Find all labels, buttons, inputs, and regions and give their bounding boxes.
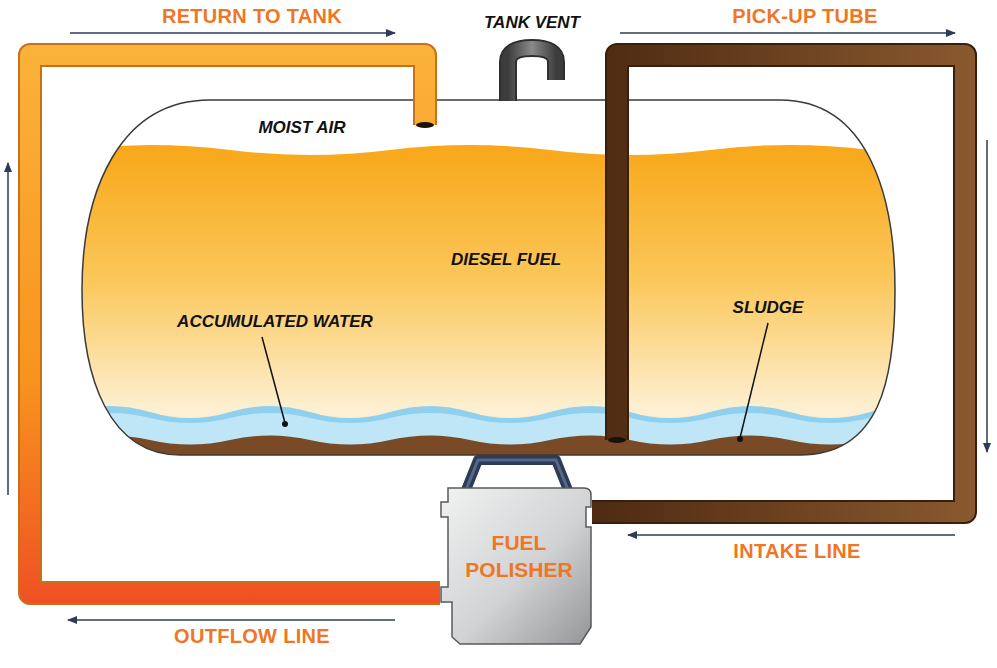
leader-line: [262, 337, 285, 423]
region-label: DIESEL FUEL: [451, 250, 561, 270]
flow-arrow: [70, 32, 395, 34]
section-label: PICK-UP TUBE: [732, 5, 877, 28]
pipe-opening: [608, 437, 626, 443]
pipe-body: [30, 55, 440, 593]
leader-line: [740, 323, 768, 438]
flow-arrow: [620, 32, 955, 34]
leader-dot: [737, 436, 743, 442]
flow-arrow: [7, 163, 9, 495]
region-label: MOIST AIR: [258, 118, 345, 138]
fuel-polisher: FUEL POLISHER: [440, 487, 592, 645]
pipe: [592, 55, 965, 512]
flow-arrow: [986, 140, 988, 452]
leader-dot: [282, 421, 288, 427]
pipe-opening: [416, 122, 434, 128]
pipe-outline: [592, 55, 965, 512]
region-label: SLUDGE: [733, 298, 804, 318]
pipe-outline: [30, 55, 440, 593]
polisher-bracket-highlight: [466, 460, 568, 490]
part-label: TANK VENT: [484, 13, 580, 33]
tank-contents: [70, 90, 997, 470]
polisher-bracket: [466, 460, 568, 490]
tank-vent-pipe-shade: [508, 48, 556, 101]
flow-arrow: [68, 619, 395, 621]
tank-outline: [82, 100, 895, 455]
pipe: [30, 55, 440, 593]
section-label: OUTFLOW LINE: [174, 625, 330, 648]
pipe-body: [592, 55, 965, 512]
section-label: INTAKE LINE: [733, 540, 860, 563]
box-label: FUEL POLISHER: [450, 529, 588, 584]
storage-tank: MOIST AIR DIESEL FUEL ACCUMULATED WATER SLU…: [82, 100, 895, 455]
flow-arrow: [628, 534, 955, 536]
region-label: ACCUMULATED WATER: [177, 312, 373, 332]
tank-vent-pipe: [508, 48, 556, 101]
section-label: RETURN TO TANK: [162, 5, 342, 28]
